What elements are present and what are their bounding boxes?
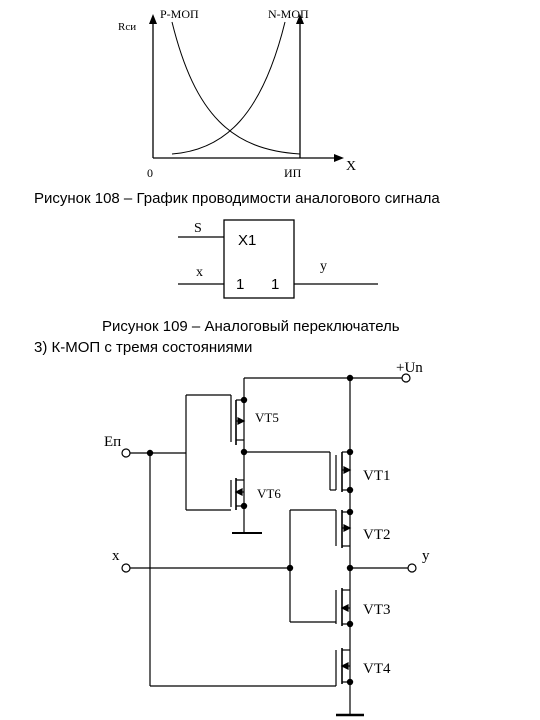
junction-dot — [346, 508, 354, 516]
vt6-label: VT6 — [257, 486, 281, 501]
switch-box — [223, 219, 295, 299]
switch-x-label: x — [196, 265, 203, 280]
graph-x-tick-label: ИП — [284, 166, 302, 180]
switch-s-label: S — [194, 221, 202, 236]
junction-dot — [346, 486, 354, 494]
junction-dot — [240, 448, 248, 456]
graph-y-label: Rси — [118, 21, 136, 33]
circuit-labels: +Un Eп x y VT5 VT6 VT1 VT2 VT3 VT4 — [104, 360, 430, 677]
y-output-label: y — [422, 548, 430, 564]
tristate-circuit — [121, 373, 417, 717]
graph-labels: Rси 0 ИП X P-МОП N-МОП — [118, 7, 356, 180]
switch-labels: S x y X1 1 1 — [194, 221, 327, 293]
junction-dot — [346, 620, 354, 628]
junction-dot — [146, 449, 154, 457]
switch-y-label: y — [320, 259, 327, 274]
p-mos-curve — [171, 21, 301, 155]
junction-dot — [240, 396, 248, 404]
junction-dot — [346, 374, 354, 382]
vt4-arrow — [340, 662, 349, 670]
x-input-terminal — [121, 563, 131, 573]
vt5-arrow — [237, 417, 246, 425]
vt6-arrow — [234, 488, 243, 496]
graph-origin-label: 0 — [147, 166, 153, 180]
vt1-arrow — [343, 466, 352, 474]
vt2-arrow — [343, 524, 352, 532]
graph-n-mos-label: N-МОП — [268, 7, 309, 21]
figure-109-caption: Рисунок 109 – Аналоговый переключатель — [102, 318, 400, 335]
enable-terminal — [121, 448, 131, 458]
supply-terminal — [401, 373, 411, 383]
switch-pin-out: 1 — [271, 276, 279, 293]
junction-dot — [346, 448, 354, 456]
junction-dot — [346, 678, 354, 686]
y-output-terminal — [407, 563, 417, 573]
junction-dot — [286, 564, 294, 572]
vt5-label: VT5 — [255, 410, 279, 425]
junction-dot — [240, 502, 248, 510]
y-axis-left-arrow — [149, 14, 157, 24]
conductance-graph — [149, 14, 344, 162]
graph-p-mos-label: P-МОП — [160, 7, 199, 21]
switch-block-name: X1 — [238, 232, 256, 249]
figure-108-caption: Рисунок 108 – График проводимости аналог… — [34, 190, 440, 207]
y-axis-right-arrow — [296, 14, 304, 24]
vt4-label: VT4 — [363, 661, 391, 677]
analog-switch-block — [178, 219, 378, 299]
vt2-label: VT2 — [363, 527, 391, 543]
n-mos-curve — [171, 21, 286, 155]
supply-label: +Un — [396, 360, 423, 376]
vt1-label: VT1 — [363, 468, 391, 484]
vt3-label: VT3 — [363, 602, 391, 618]
vt3-arrow — [340, 604, 349, 612]
x-input-label: x — [112, 548, 120, 564]
switch-pin-in: 1 — [236, 276, 244, 293]
section-heading: 3) К-МОП с тремя состояниями — [34, 339, 253, 356]
x-axis-arrow — [334, 154, 344, 162]
enable-label: Eп — [104, 434, 121, 450]
junction-dot — [346, 564, 354, 572]
graph-x-axis-label: X — [346, 159, 356, 174]
